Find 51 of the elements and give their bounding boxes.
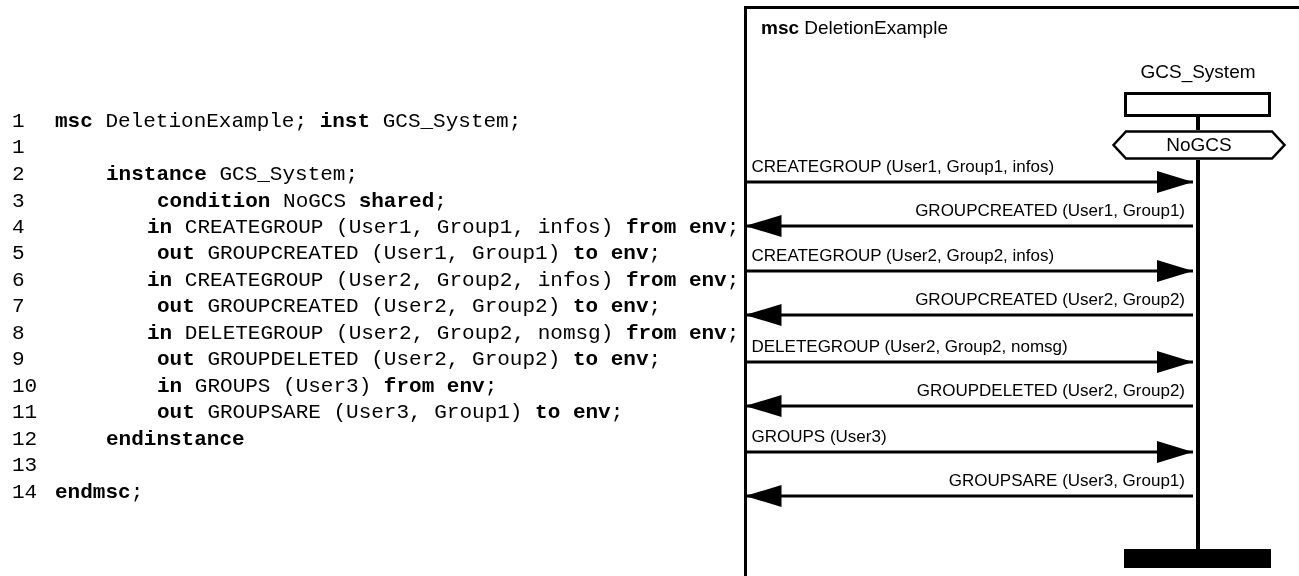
line-number: 1 xyxy=(12,110,25,134)
message-label: CREATEGROUP (User2, Group2, infos) xyxy=(751,246,1055,266)
line-number: 12 xyxy=(12,428,38,452)
code-line: instance GCS_System; xyxy=(106,163,359,187)
line-number: 4 xyxy=(12,216,25,240)
frame-label: msc DeletionExample xyxy=(761,17,948,39)
code-line: endmsc; xyxy=(55,481,144,505)
msc-frame xyxy=(744,6,1299,576)
message-arrow xyxy=(745,304,1193,326)
message-arrow xyxy=(745,485,1193,507)
code-line: condition NoGCS shared; xyxy=(157,190,447,214)
instance-end-bar xyxy=(1124,549,1271,568)
code-line: out GROUPSARE (User3, Group1) to env; xyxy=(157,401,624,425)
code-line: out GROUPDELETED (User2, Group2) to env; xyxy=(157,348,662,372)
instance-name: GCS_System xyxy=(1139,60,1257,85)
message-label: GROUPSARE (User3, Group1) xyxy=(948,471,1185,491)
code-line: out GROUPCREATED (User1, Group1) to env; xyxy=(157,242,662,266)
condition-hexagon xyxy=(1112,130,1286,160)
code-line: in GROUPS (User3) from env; xyxy=(157,375,498,399)
message-label: GROUPCREATED (User1, Group1) xyxy=(915,201,1185,221)
line-number: 13 xyxy=(12,454,38,478)
line-number: 1 xyxy=(12,136,25,160)
message-arrow xyxy=(745,260,1193,282)
line-number: 8 xyxy=(12,322,25,346)
line-number: 14 xyxy=(12,481,38,505)
message-arrow xyxy=(745,215,1193,237)
line-number: 5 xyxy=(12,242,25,266)
code-line: in CREATEGROUP (User2, Group2, infos) from env; xyxy=(147,269,740,293)
line-number: 11 xyxy=(12,401,38,425)
condition-name: NoGCS xyxy=(1165,133,1233,157)
code-line: out GROUPCREATED (User2, Group2) to env; xyxy=(157,295,662,319)
message-label: GROUPDELETED (User2, Group2) xyxy=(916,381,1185,401)
message-arrow xyxy=(745,395,1193,417)
message-label: GROUPCREATED (User2, Group2) xyxy=(915,290,1185,310)
code-line: msc DeletionExample; inst GCS_System; xyxy=(55,110,522,134)
message-label: CREATEGROUP (User1, Group1, infos) xyxy=(751,157,1055,177)
line-number: 9 xyxy=(12,348,25,372)
line-number: 6 xyxy=(12,269,25,293)
message-arrow xyxy=(745,351,1193,373)
line-number: 10 xyxy=(12,375,38,399)
message-label: GROUPS (User3) xyxy=(751,427,887,447)
lifeline xyxy=(1196,160,1200,549)
line-number: 7 xyxy=(12,295,25,319)
message-arrow xyxy=(745,441,1193,463)
code-line: in CREATEGROUP (User1, Group1, infos) from env; xyxy=(147,216,740,240)
line-number: 2 xyxy=(12,163,25,187)
code-line: in DELETEGROUP (User2, Group2, nomsg) from env; xyxy=(147,322,740,346)
message-label: DELETEGROUP (User2, Group2, nomsg) xyxy=(751,337,1068,357)
code-line: endinstance xyxy=(106,428,245,452)
line-number: 3 xyxy=(12,190,25,214)
message-arrow xyxy=(745,171,1193,193)
